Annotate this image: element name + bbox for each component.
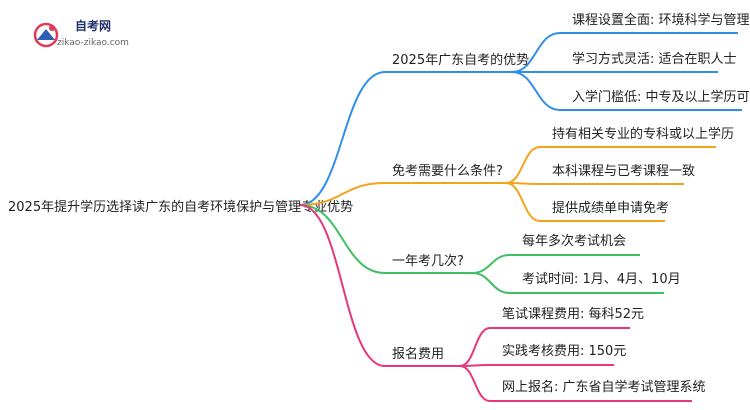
leaf-label: 本科课程与已考课程一致 xyxy=(552,164,695,179)
leaf-label: 每年多次考试机会 xyxy=(522,233,626,249)
branch-to-leaf-connector xyxy=(511,71,561,111)
connector-lines xyxy=(299,32,561,402)
branch-to-leaf-connector xyxy=(459,365,491,402)
branch-label: 免考需要什么条件? xyxy=(392,163,503,179)
branch-to-leaf-connector xyxy=(505,182,541,222)
branch-to-leaf-connector xyxy=(459,364,491,367)
leaf-label: 网上报名: 广东省自学考试管理系统 xyxy=(502,379,706,395)
leaf-label: 考试时间: 1月、4月、10月 xyxy=(522,272,681,287)
branch-to-leaf-connector xyxy=(459,327,491,367)
root-topic: 2025年提升学历选择读广东的自考环境保护与管理专业优势 xyxy=(8,199,353,215)
branch-fees: 报名费用 笔试课程费用: 每科52元 实践考核费用: 150元 网上报名: 广东… xyxy=(385,306,706,402)
leaf-label: 入学门槛低: 中专及以上学历可报名 xyxy=(572,89,750,105)
branch-label: 2025年广东自考的优势 xyxy=(392,52,529,68)
branch-to-leaf-connector xyxy=(471,254,511,274)
branch-to-leaf-connector xyxy=(505,146,541,184)
branch-label: 一年考几次? xyxy=(392,253,464,269)
branch-to-leaf-connector xyxy=(511,32,561,73)
site-logo[interactable]: 自考网 zikao-zikao.com xyxy=(33,18,129,48)
root-to-branch-connector xyxy=(299,204,386,367)
root-to-branch-connector xyxy=(299,204,386,274)
leaf-label: 实践考核费用: 150元 xyxy=(502,344,626,359)
leaf-label: 笔试课程费用: 每科52元 xyxy=(502,306,644,322)
branch-to-leaf-connector xyxy=(471,272,511,294)
branch-label: 报名费用 xyxy=(392,346,444,362)
leaf-label: 课程设置全面: 环境科学与管理学 xyxy=(572,12,750,28)
leaf-label: 持有相关专业的专科或以上学历 xyxy=(552,126,734,142)
leaf-label: 提供成绩单申请免考 xyxy=(552,200,669,216)
leaf-label: 学习方式灵活: 适合在职人士 xyxy=(572,51,737,67)
logo-url: zikao-zikao.com xyxy=(57,38,129,48)
branch-exam-frequency: 一年考几次? 每年多次考试机会 考试时间: 1月、4月、10月 xyxy=(385,233,681,294)
logo-title: 自考网 xyxy=(75,18,111,33)
root-to-branch-connector xyxy=(299,71,386,206)
branch-exemption: 免考需要什么条件? 持有相关专业的专科或以上学历 本科课程与已考课程一致 提供成… xyxy=(385,126,734,222)
logo-mark-icon xyxy=(33,22,59,48)
branch-advantages: 2025年广东自考的优势 课程设置全面: 环境科学与管理学 学习方式灵活: 适合… xyxy=(385,12,750,111)
root-to-branch-connector xyxy=(299,182,386,206)
